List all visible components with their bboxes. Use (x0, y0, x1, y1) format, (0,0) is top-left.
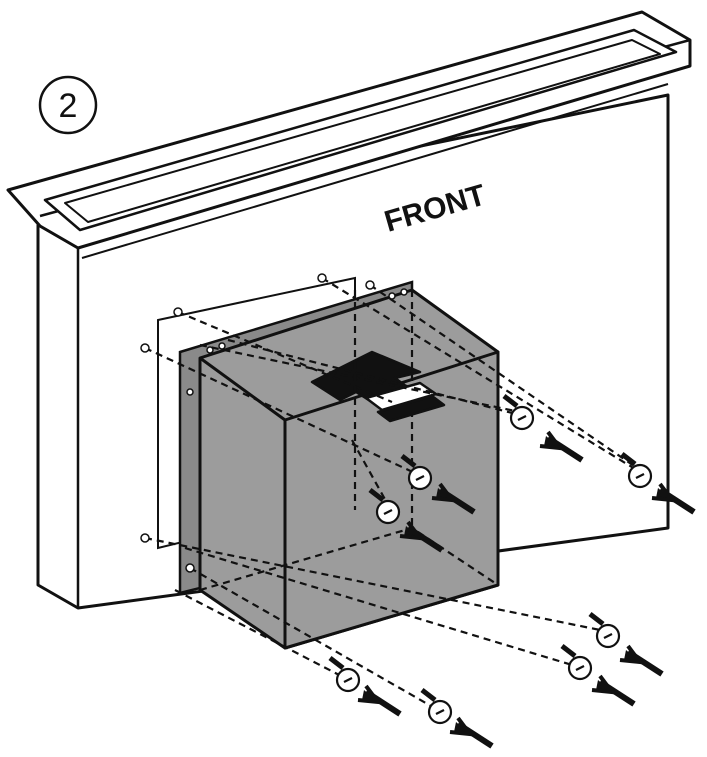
insertion-arrow-chevrons (357, 430, 677, 737)
panel-slot-inner (64, 39, 661, 223)
screw-icon (502, 394, 535, 431)
step-number: 2 (59, 87, 78, 125)
hole-icon (206, 346, 214, 354)
hole-icon (140, 343, 150, 353)
hole-icon (388, 292, 396, 300)
hole-icon (140, 533, 150, 543)
arrow-stripe-2 (376, 394, 446, 423)
hole-icon (186, 388, 194, 396)
screw-icon (560, 644, 593, 681)
screw-icon (368, 488, 401, 525)
screw-icon (620, 452, 653, 489)
hole-icon (173, 307, 183, 317)
align-line-3 (199, 343, 521, 414)
screws (328, 394, 653, 725)
align-line-4 (227, 338, 521, 417)
screw-icon (328, 656, 361, 693)
hole-icon (365, 280, 375, 290)
screw-icon (588, 612, 621, 649)
align-line-7 (351, 439, 393, 513)
screw-icon (400, 454, 433, 491)
mounting-holes (140, 273, 408, 573)
box-edge (199, 356, 287, 648)
panel-ledge-line (81, 83, 669, 259)
alignment-lines (144, 277, 641, 711)
hole-icon (218, 342, 226, 350)
hole-icon (400, 288, 408, 296)
align-line-2 (177, 310, 393, 404)
screw-icon (420, 688, 453, 725)
step-circle-icon (38, 75, 98, 135)
step-marker: 2 (38, 75, 98, 135)
align-line-10 (174, 589, 346, 679)
align-line-9 (184, 546, 583, 670)
align-line-6 (369, 284, 641, 471)
align-line-5 (321, 277, 641, 473)
duct-box (198, 288, 500, 650)
hole-icon (317, 273, 327, 283)
hole-icon (185, 563, 195, 573)
align-line-1 (144, 347, 431, 481)
